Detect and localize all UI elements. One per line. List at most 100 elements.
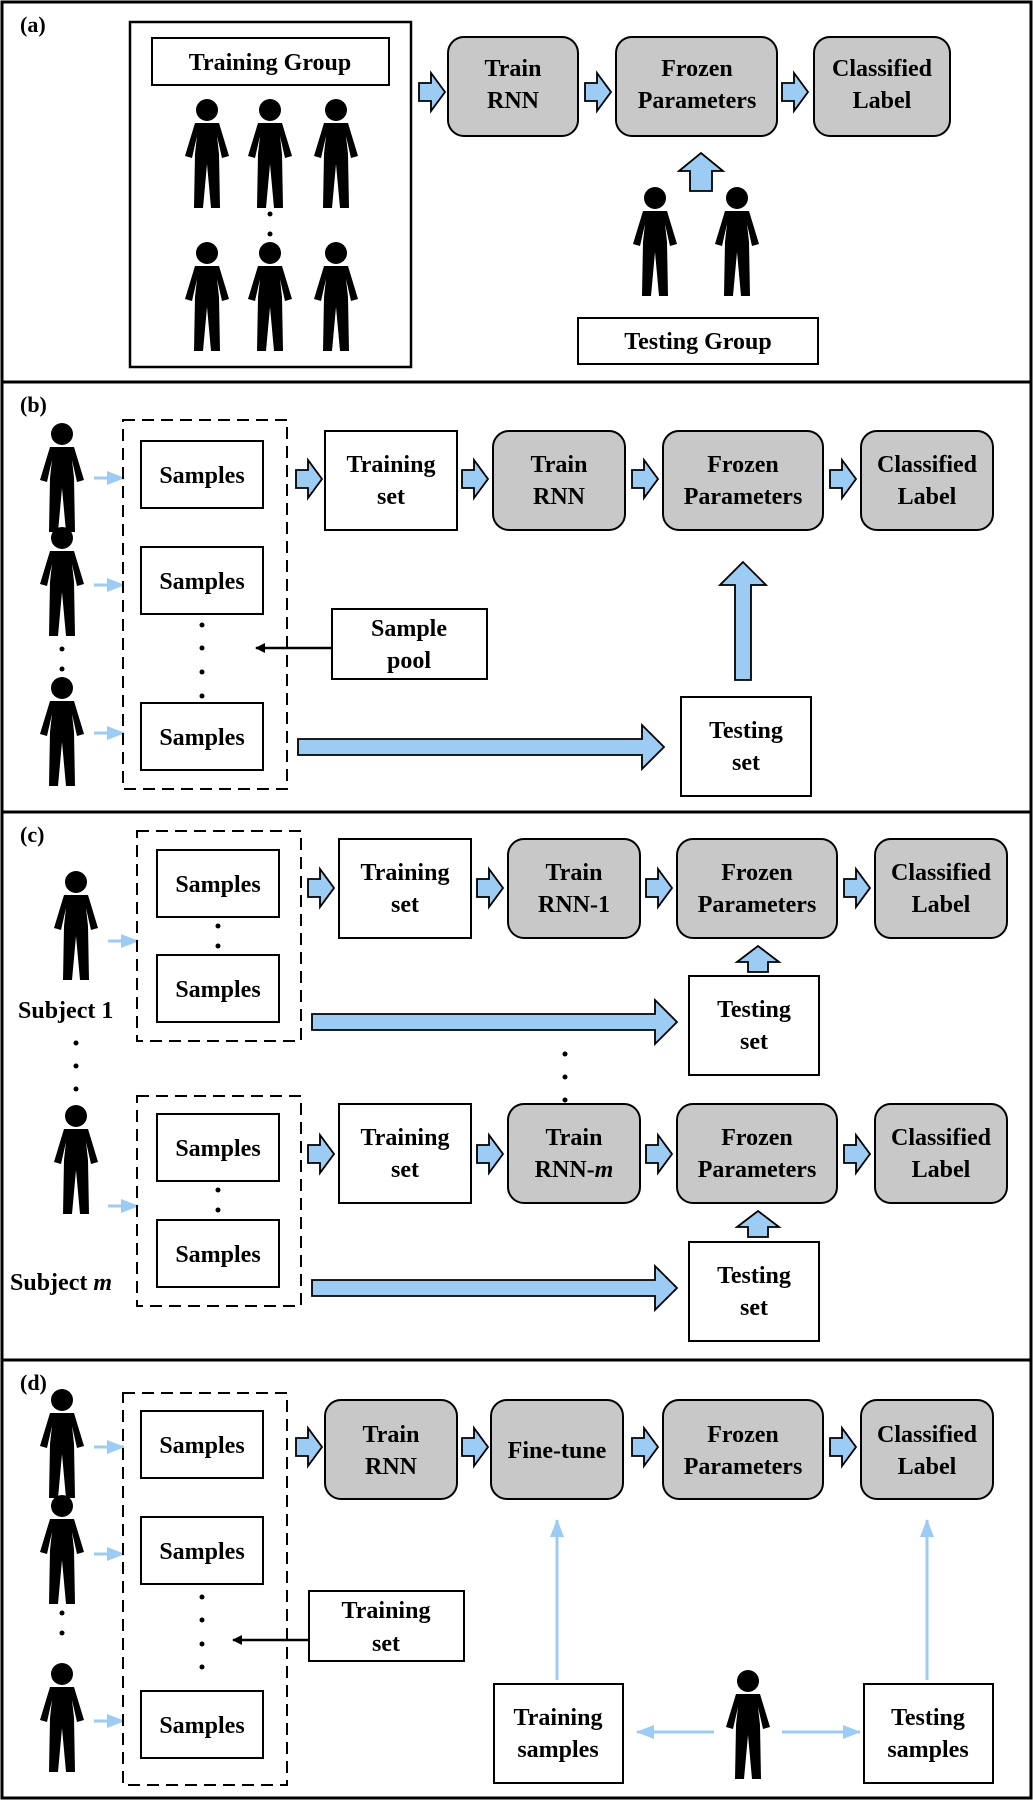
samples-box [156,1219,280,1288]
testing-set-box [688,975,820,1076]
ellipsis-dot [73,1040,79,1046]
samples-label: Samples [159,1433,244,1459]
sample-pool-line2: pool [387,648,431,674]
frozen-parameters-line1: Frozen [661,56,733,82]
block-arrow-icon [645,866,674,910]
testing-set-box [688,1241,820,1342]
training-set-line1: Training [361,860,450,886]
training-set-box [338,838,472,939]
frozen-parameters-line2: Parameters [698,892,817,918]
train-rnn-1-line1: Train [546,860,603,886]
fine-tune-box [490,1399,624,1500]
samples-box [140,440,264,509]
training-set-line2: set [391,892,419,918]
samples-label: Samples [175,977,260,1003]
ellipsis-dot [562,1074,568,1080]
training-group-box [151,37,390,86]
training-set-line2: set [372,1631,400,1657]
block-arrow-icon [307,1132,336,1176]
train-rnn-line2: RNN [533,484,586,510]
subject-m-dashed-frame [136,1095,302,1307]
train-rnn-line1: Train [531,452,588,478]
training-set-line2: set [377,484,405,510]
block-arrow-icon [734,944,782,973]
block-arrow-icon [297,722,666,772]
panel-b: (b) Samples Samples Samples Training set… [0,380,1033,814]
block-arrow-icon [311,997,679,1047]
sample-pool-line1: Sample [371,616,447,642]
testing-set-line1: Testing [709,718,783,744]
block-arrow-icon [631,457,660,501]
ellipsis-dot [199,1664,205,1670]
classified-label-line2: Label [898,484,957,510]
frozen-parameters-line1: Frozen [707,1422,779,1448]
train-rnn-m-line2: RNN-m [535,1157,614,1183]
testing-set-line2: set [740,1295,768,1321]
training-samples-line1: Training [514,1705,603,1731]
ellipsis-dot [215,1207,221,1213]
block-arrow-icon [584,70,613,114]
training-set-line1: Training [347,452,436,478]
block-arrow-icon [829,457,858,501]
samples-label: Samples [175,1136,260,1162]
ellipsis-dot [73,1086,79,1092]
ellipsis-dot [215,943,221,949]
frozen-parameters-line1: Frozen [721,860,793,886]
train-rnn-box [447,36,579,137]
samples-box [140,702,264,771]
testing-samples-line1: Testing [891,1705,965,1731]
subject-m-label: Subject m [10,1270,112,1296]
testing-set-box [680,696,812,797]
block-arrow-icon [781,70,810,114]
block-arrow-icon [418,70,447,114]
train-rnn-1-line2: RNN-1 [538,892,610,918]
classified-label-line1: Classified [832,56,933,82]
train-rnn-box [492,430,626,531]
ellipsis-dot [267,231,273,237]
classified-label-box [874,1103,1008,1204]
block-arrow-icon [476,866,505,910]
block-arrow-icon [461,457,490,501]
classified-label-line2: Label [898,1454,957,1480]
testing-set-line2: set [732,750,760,776]
samples-box [140,1516,264,1585]
block-arrow-icon [307,866,336,910]
training-set-line1: Training [342,1598,431,1624]
frozen-parameters-line2: Parameters [638,88,757,114]
block-arrow-icon [843,1132,872,1176]
samples-label: Samples [175,1242,260,1268]
ellipsis-dot [562,1051,568,1057]
train-rnn-1-box [507,838,641,939]
ellipsis-dot [199,1594,205,1600]
train-rnn-line2: RNN [487,88,540,114]
classified-label-line1: Classified [891,860,992,886]
training-group-title: Training Group [189,50,352,76]
samples-label: Samples [159,725,244,751]
training-samples-box [493,1683,624,1784]
ellipsis-dot [59,646,65,652]
testing-set-line1: Testing [717,997,791,1023]
ellipsis-dot [73,1063,79,1069]
samples-box [156,1113,280,1182]
block-arrow-icon [829,1425,858,1469]
panel-d-label: (d) [20,1370,47,1395]
ellipsis-dot [59,666,65,672]
block-arrow-icon [645,1132,674,1176]
subject-1-dashed-frame [136,830,302,1042]
panel-c-label: (c) [20,822,44,847]
samples-label: Samples [159,1713,244,1739]
frozen-parameters-box [676,1103,838,1204]
samples-box [156,954,280,1023]
training-set-dashed-frame [122,1392,288,1786]
ellipsis-dot [199,645,205,651]
train-rnn-line1: Train [485,56,542,82]
testing-group-title: Testing Group [624,329,771,355]
frozen-parameters-line1: Frozen [707,452,779,478]
frozen-parameters-line1: Frozen [721,1125,793,1151]
training-samples-line2: samples [517,1737,598,1763]
classified-label-box [874,838,1008,939]
samples-box [156,849,280,918]
samples-label: Samples [159,463,244,489]
train-rnn-line1: Train [363,1422,420,1448]
